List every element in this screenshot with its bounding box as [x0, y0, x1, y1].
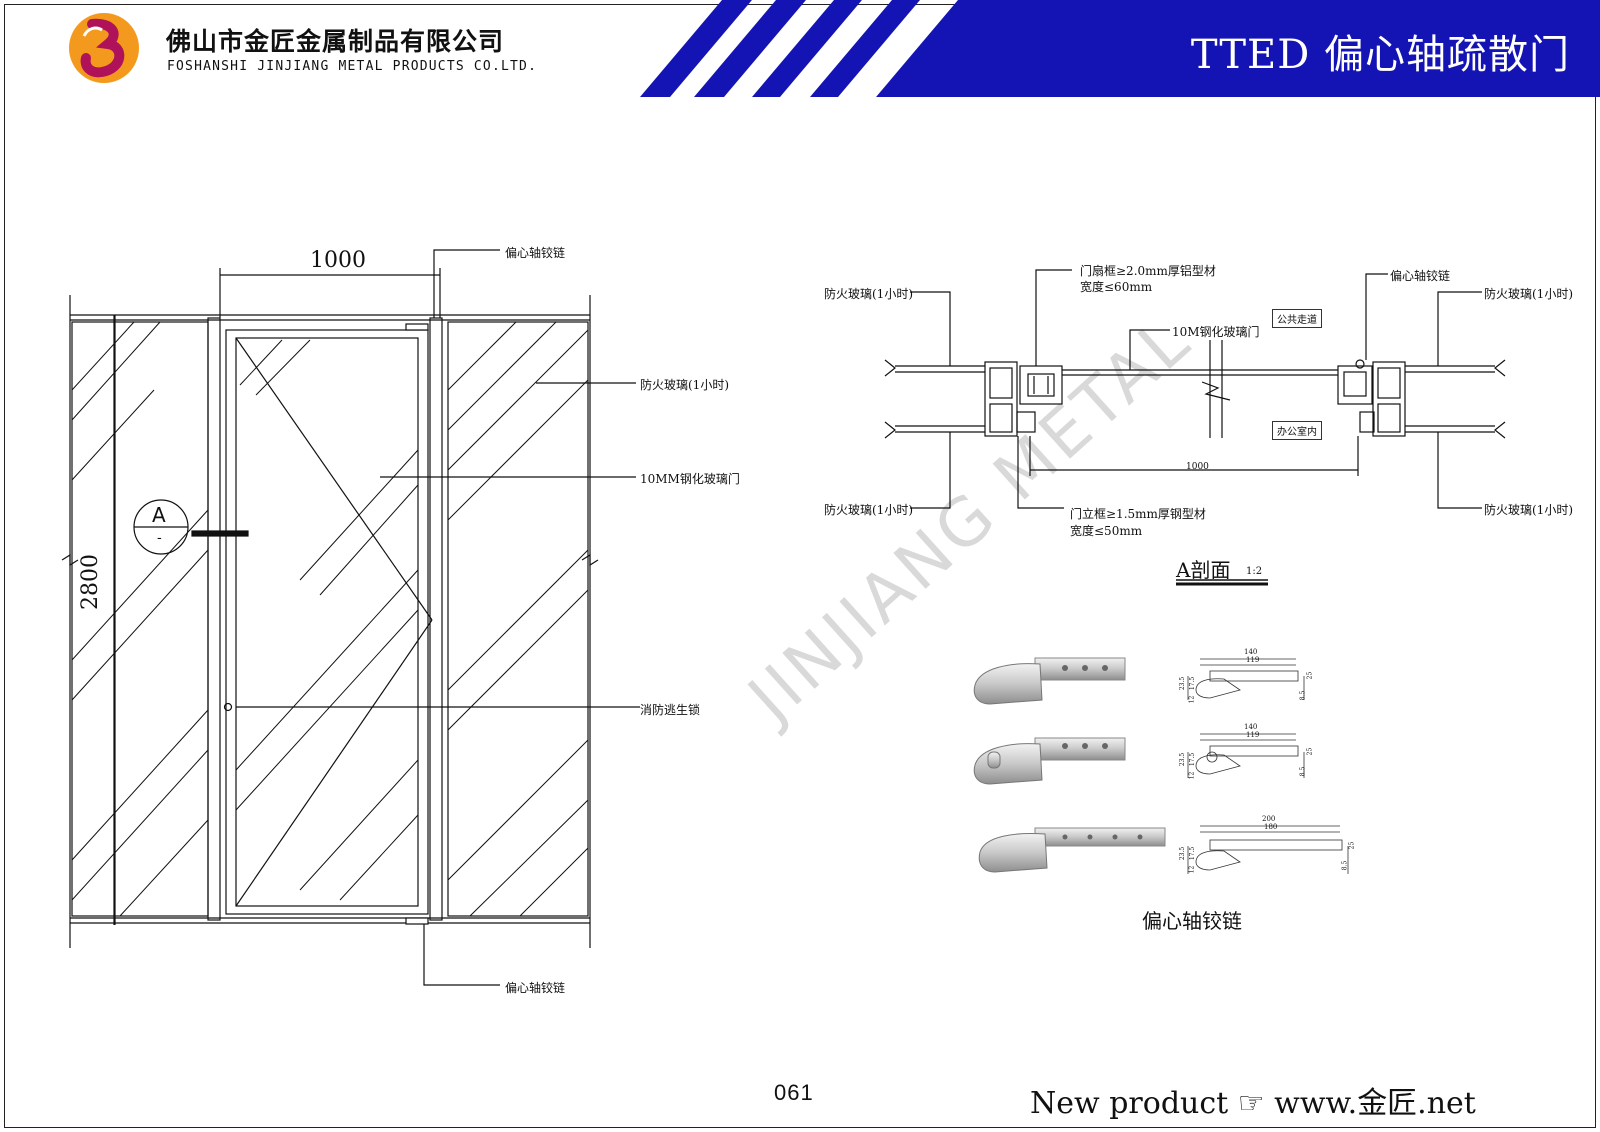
hinge-1-dim-h3: 12 — [1188, 695, 1196, 704]
hinge-2-dim-inner: 119 — [1246, 731, 1260, 739]
hinge-2-dim-h4: 8.5 — [1299, 766, 1307, 777]
label-fire-glass-br: 防火玻璃(1小时) — [1484, 503, 1573, 517]
hinge-1-dim-h1: 23.5 — [1179, 676, 1187, 691]
hinge-1-dim-h4: 8.5 — [1299, 690, 1307, 701]
label-hinge-top: 偏心轴铰链 — [505, 246, 566, 260]
label-section-hinge: 偏心轴铰链 — [1390, 269, 1451, 283]
page-number: 061 — [774, 1080, 814, 1105]
hinge-1-dim-overall: 140 — [1244, 648, 1258, 656]
section-scale: 1:2 — [1246, 566, 1263, 577]
label-door-frame: 门扇框≥2.0mm厚铝型材 — [1080, 264, 1216, 278]
section-width-dim: 1000 — [1186, 462, 1209, 472]
section-marker-sub: - — [157, 530, 162, 546]
tag-office: 办公室内 — [1272, 421, 1322, 440]
hinge-2-dim-overall: 140 — [1244, 723, 1258, 731]
hinge-3-dim-h2: 17.5 — [1189, 846, 1197, 861]
header-stripe-3 — [752, 0, 862, 97]
header-stripe-2 — [694, 0, 806, 97]
tag-public-corridor: 公共走道 — [1272, 309, 1322, 328]
company-logo — [69, 13, 139, 83]
document-title: TTED 偏心轴疏散门 — [1190, 32, 1570, 78]
hinge-3-dim-h5: 25 — [1348, 841, 1356, 850]
label-door-post: 门立框≥1.5mm厚钢型材 — [1070, 507, 1206, 521]
hinge-1-dim-h5: 25 — [1306, 671, 1314, 680]
label-tempered-door: 10MM钢化玻璃门 — [640, 472, 740, 486]
label-fire-glass-bl: 防火玻璃(1小时) — [824, 503, 913, 517]
hinge-3-dim-h3: 12 — [1188, 865, 1196, 874]
label-fire-glass-tl: 防火玻璃(1小时) — [824, 287, 913, 301]
label-fire-glass: 防火玻璃(1小时) — [640, 378, 729, 392]
elevation-width-dim: 1000 — [310, 248, 366, 273]
header-stripe-1 — [640, 0, 752, 97]
hinge-2-dim-h1: 23.5 — [1179, 752, 1187, 767]
section-marker-letter: A — [152, 503, 166, 527]
hinge-1-dim-inner: 119 — [1246, 656, 1260, 664]
hinge-3-dim-inner: 180 — [1264, 823, 1278, 831]
label-door-frame-width: 宽度≤60mm — [1080, 280, 1153, 294]
hinge-3-dim-h4: 8.5 — [1341, 860, 1349, 871]
section-title: A剖面 — [1176, 558, 1231, 582]
hinge-1-dim-h2: 17.5 — [1189, 676, 1197, 691]
company-name-en: FOSHANSHI JINJIANG METAL PRODUCTS CO.LTD… — [167, 59, 538, 74]
label-fire-lock: 消防逃生锁 — [640, 703, 701, 717]
hinge-3-dim-overall: 200 — [1262, 815, 1276, 823]
page-frame — [4, 4, 1596, 1128]
header-band-fill — [876, 0, 1600, 97]
header-stripe-4 — [810, 0, 920, 97]
hinge-3-dim-h1: 23.5 — [1179, 846, 1187, 861]
hinge-2-dim-h5: 25 — [1306, 747, 1314, 756]
hinge-caption: 偏心轴铰链 — [1142, 909, 1242, 933]
footer-note: New product ☞ www.金匠.net — [1030, 1086, 1476, 1121]
label-fire-glass-tr: 防火玻璃(1小时) — [1484, 287, 1573, 301]
elevation-height-dim: 2800 — [78, 554, 103, 610]
label-section-tempered-door: 10M钢化玻璃门 — [1172, 325, 1260, 339]
label-door-post-width: 宽度≤50mm — [1070, 524, 1143, 538]
label-hinge-bottom: 偏心轴铰链 — [505, 981, 566, 995]
hinge-2-dim-h2: 17.5 — [1189, 752, 1197, 767]
header-band — [640, 0, 1600, 97]
hinge-2-dim-h3: 12 — [1188, 771, 1196, 780]
company-name-cn: 佛山市金匠金属制品有限公司 — [166, 27, 505, 56]
